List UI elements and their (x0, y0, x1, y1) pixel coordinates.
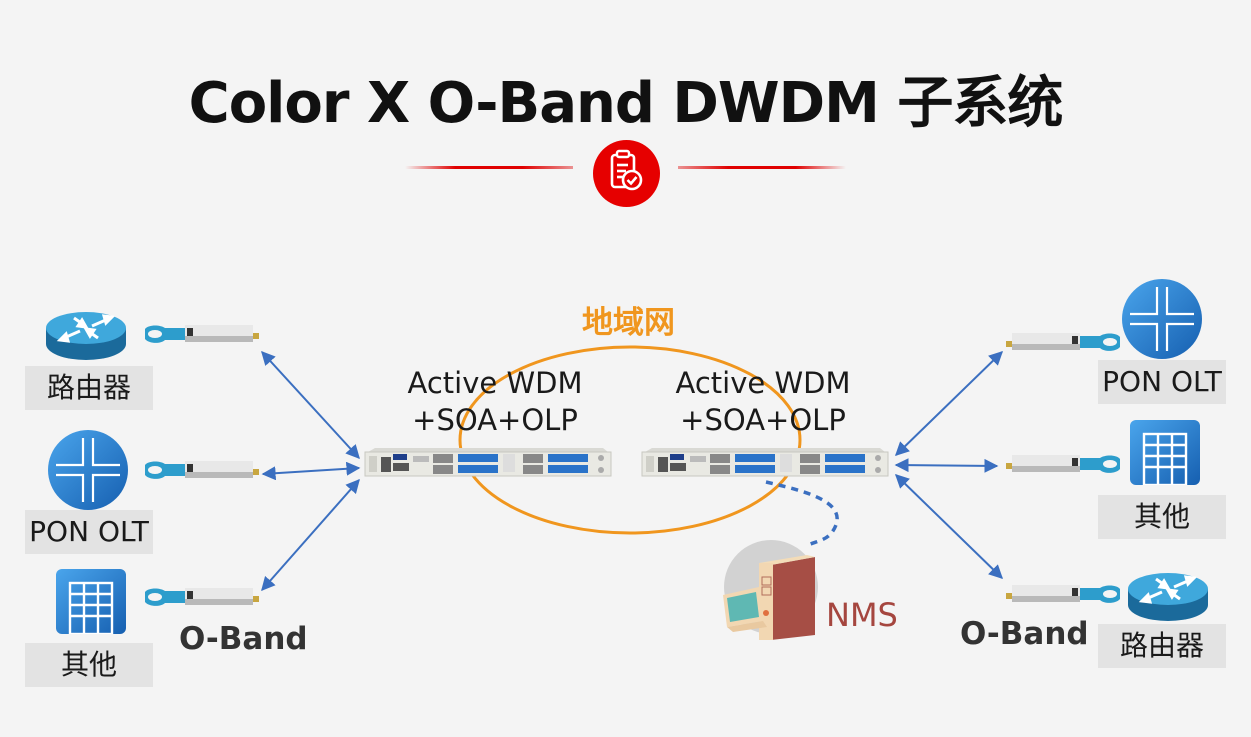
qsfp-transceiver-icon (1004, 330, 1122, 358)
title-divider-left (405, 166, 573, 169)
left-router-label: 路由器 (25, 366, 153, 410)
metro-network-label: 地域网 (582, 305, 675, 341)
building-icon[interactable] (1130, 420, 1200, 489)
wdm-node-1-line2: +SOA+OLP (412, 403, 578, 437)
left-other-label: 其他 (25, 643, 153, 687)
nms-dashed-link (765, 480, 839, 547)
computer-icon[interactable] (715, 535, 830, 644)
qsfp-transceiver-icon (143, 458, 261, 486)
qsfp-transceiver-icon (1004, 452, 1122, 480)
router-icon[interactable] (44, 306, 128, 370)
left-band-label: O-Band (179, 621, 308, 657)
link-right-other (894, 458, 999, 473)
qsfp-transceiver-icon (1004, 582, 1122, 610)
pon-olt-icon[interactable] (48, 430, 128, 514)
rack-chassis-icon[interactable] (363, 448, 613, 482)
right-band-label: O-Band (960, 616, 1089, 652)
wdm-node-1-title: Active WDM +SOA+OLP (400, 365, 590, 439)
qsfp-transceiver-icon (143, 585, 261, 613)
wdm-node-2-line2: +SOA+OLP (680, 403, 846, 437)
link-left-router (261, 350, 360, 460)
wdm-node-1-line1: Active WDM (407, 366, 583, 400)
link-right-olt (894, 351, 1004, 456)
link-left-olt (261, 461, 361, 481)
left-pon-olt-label: PON OLT (25, 510, 153, 554)
right-router-label: 路由器 (1098, 624, 1226, 668)
link-right-router (894, 474, 1004, 579)
page-title: Color X O-Band DWDM 子系统 (188, 71, 1064, 136)
title-divider-right (678, 166, 846, 169)
building-icon[interactable] (56, 569, 126, 638)
right-pon-olt-label: PON OLT (1098, 360, 1226, 404)
right-other-label: 其他 (1098, 495, 1226, 539)
rack-chassis-icon[interactable] (640, 448, 890, 482)
link-left-other (261, 478, 360, 592)
metro-ring (458, 345, 802, 535)
qsfp-transceiver-icon (143, 322, 261, 350)
nms-label: NMS (826, 596, 898, 634)
pon-olt-icon[interactable] (1122, 279, 1202, 363)
clipboard-check-icon (593, 140, 660, 207)
wdm-node-2-title: Active WDM +SOA+OLP (668, 365, 858, 439)
router-icon[interactable] (1126, 567, 1210, 631)
wdm-node-2-line1: Active WDM (675, 366, 851, 400)
